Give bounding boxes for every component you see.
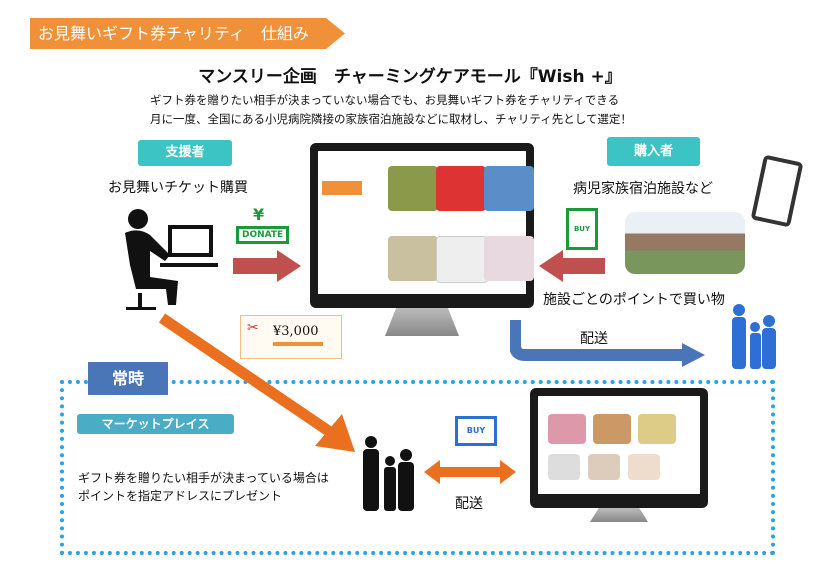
smartphone-icon — [750, 154, 804, 228]
buy-monitor-icon: BUY — [455, 416, 497, 446]
always-line-2: ポイントを指定アドレスにプレゼント — [78, 489, 283, 503]
always-delivery-label: 配送 — [455, 496, 483, 512]
yen-icon: ¥ — [253, 205, 265, 224]
arrow-left-icon — [539, 250, 605, 282]
subtitle-line-2: 月に一度、全国にある小児病院隣接の家族宿泊施設などに取材し、チャリティ先として選… — [150, 112, 632, 126]
marketplace-tag: マーケットプレイス — [77, 414, 234, 434]
marketplace-monitor — [530, 388, 708, 508]
delivery-label: 配送 — [580, 331, 608, 347]
double-arrow-icon — [424, 460, 516, 484]
family-blue-icon — [732, 304, 776, 369]
marketplace-screen[interactable] — [538, 396, 700, 494]
mall-monitor — [310, 143, 534, 308]
ribbon-icon: ✂ — [247, 320, 259, 336]
always-line-1: ギフト券を贈りたい相手が決まっている場合は — [78, 471, 329, 485]
donate-button-icon: DONATE — [236, 226, 290, 244]
buy-tablet-icon: BUY — [566, 208, 598, 250]
shop-label: 施設ごとのポイントで買い物 — [543, 292, 725, 308]
coupon-amount: ¥3,000 — [273, 324, 319, 339]
delivery-arrow-icon — [510, 320, 705, 367]
buyer-label: 病児家族宿泊施設など — [573, 181, 713, 197]
monitor-stand-2 — [590, 508, 648, 522]
mall-screen[interactable] — [318, 151, 534, 294]
person-at-computer-icon — [125, 209, 218, 310]
gift-coupon: ✂ ¥3,000 — [240, 315, 342, 359]
arrow-right-icon — [233, 250, 301, 282]
supporter-tag: 支援者 — [138, 140, 232, 166]
supporter-label: お見舞いチケット購買 — [108, 180, 248, 196]
subtitle-line-1: ギフト券を贈りたい相手が決まっていない場合でも、お見舞いギフト券をチャリティでき… — [150, 93, 620, 107]
always-tag: 常時 — [88, 362, 168, 395]
buyer-tag: 購入者 — [607, 137, 700, 166]
monitor-stand — [385, 308, 459, 336]
always-section — [60, 380, 775, 555]
family-black-icon — [363, 436, 414, 511]
page-title: マンスリー企画 チャーミングケアモール『Wish +』 — [198, 67, 622, 87]
facility-photo — [625, 212, 745, 274]
orange-arrow-icon — [158, 313, 355, 452]
header-banner: お見舞いギフト券チャリティ 仕組み — [30, 18, 345, 49]
